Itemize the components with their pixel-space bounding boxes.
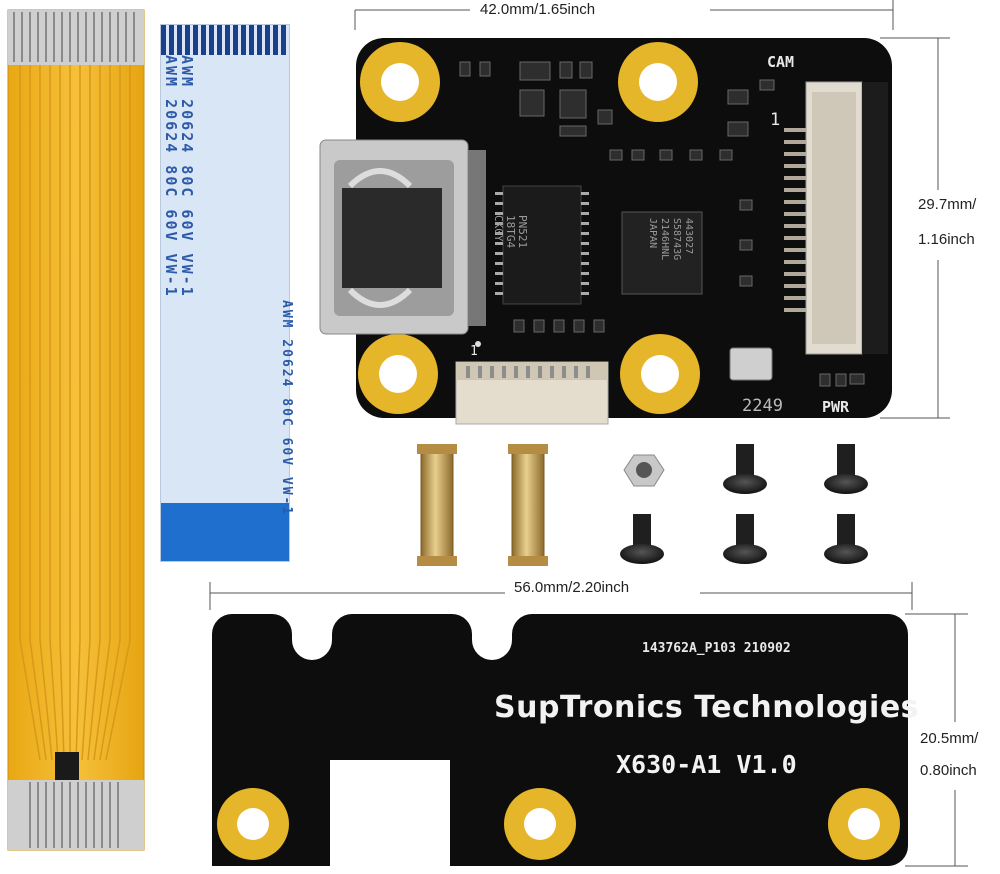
ribbon-bottom-contacts <box>161 503 289 561</box>
date-code: 2249 <box>742 396 783 416</box>
bottom-height-label-in: 0.80inch <box>920 762 977 779</box>
bottom-height-label-mm: 20.5mm/ <box>920 730 979 747</box>
mounting-holes-bottom <box>217 788 900 860</box>
hex-nut <box>623 454 665 487</box>
top-height-label-mm: 29.7mm/ <box>918 196 977 213</box>
brass-standoff <box>508 444 548 566</box>
crystal <box>729 347 773 381</box>
flex-cable <box>7 9 145 851</box>
screw <box>824 444 868 494</box>
top-width-label: 42.0mm/1.65inch <box>480 1 596 18</box>
top-height-label-in: 1.16inch <box>918 231 975 248</box>
buffer-ic <box>502 185 582 305</box>
csi-pin1-label: 1 <box>770 110 781 130</box>
part-code: 143762A_P103 210902 <box>642 641 791 656</box>
screw <box>723 514 767 564</box>
header-pin1-label: 1 <box>470 344 478 359</box>
mini-hdmi-connector <box>319 139 486 335</box>
screw <box>723 444 767 494</box>
bottom-header-connector <box>455 361 609 425</box>
ribbon-top-contacts <box>161 25 289 55</box>
pwr-label: PWR <box>822 398 850 416</box>
csi-connector <box>784 81 888 355</box>
model-label: X630-A1 V1.0 <box>616 750 797 779</box>
mounting-holes-top <box>358 42 700 414</box>
cam-label: CAM <box>767 53 795 71</box>
screw <box>824 514 868 564</box>
brass-standoff <box>417 444 457 566</box>
screw <box>620 514 664 564</box>
ribbon-cable <box>160 24 290 562</box>
bridge-chip <box>621 211 703 295</box>
bottom-notch <box>330 760 450 874</box>
brand-label: SupTronics Technologies <box>494 690 920 725</box>
bottom-width-label: 56.0mm/2.20inch <box>514 579 630 596</box>
